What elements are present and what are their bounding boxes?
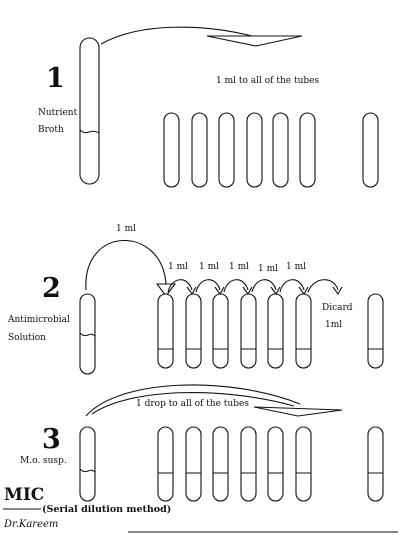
step-1-tube-control: [362, 112, 379, 188]
step-2-first-transfer-label: 1 ml: [116, 224, 136, 234]
step-3-receiving-tubes: [157, 426, 384, 502]
step-1-tube-4: [246, 112, 263, 188]
step-1-tube-1: [163, 112, 180, 188]
step-2-source-tube: [79, 293, 96, 375]
step-1-tube-5: [272, 112, 289, 188]
step-3-tube-2: [185, 426, 202, 502]
step-1-source-tube: [79, 37, 100, 185]
step-2-dilution-tubes: [157, 293, 384, 369]
step-3-tube-6: [295, 426, 312, 502]
footer-subtitle: (Serial dilution method): [42, 504, 171, 515]
step-2-serial-label-4: 1 ml: [258, 264, 278, 274]
step-2-serial-label-5: 1 ml: [286, 262, 306, 272]
step-3-tube-4: [240, 426, 257, 502]
step-2: 2 Antimicrobial Solution 1 ml 1 ml 1 ml …: [7, 224, 384, 375]
step-1-tube-6: [299, 112, 316, 188]
step-3-tube-5: [267, 426, 284, 502]
step-1: 1 Nutrient Broth 1 ml to all of the tube…: [38, 26, 379, 188]
step-3-number: 3: [42, 424, 61, 455]
step-3-source-label: M.o. susp.: [20, 456, 67, 466]
step-1-source-label-line1: Nutrient: [38, 108, 78, 118]
step-2-number: 2: [42, 273, 61, 304]
step-2-tube-5: [267, 293, 284, 369]
step-2-serial-label-3: 1 ml: [229, 262, 249, 272]
step-1-transfer-arrow: [100, 26, 303, 47]
step-1-tube-2: [191, 112, 208, 188]
step-2-source-label-line1: Antimicrobial: [7, 315, 70, 325]
footer-title: MIC: [4, 485, 44, 505]
step-2-first-transfer-arrow: [85, 240, 177, 297]
step-2-tube-4: [240, 293, 257, 369]
step-2-discard-label-line2: 1ml: [325, 320, 342, 330]
step-2-serial-transfer-arrows: [167, 279, 343, 296]
step-3-tube-control: [367, 426, 384, 502]
step-1-tube-3: [218, 112, 235, 188]
step-3-tube-3: [212, 426, 229, 502]
step-3-source-tube: [79, 426, 96, 502]
step-3: 3 M.o. susp. 1 drop to all of the tubes: [20, 384, 384, 502]
step-2-tube-2: [185, 293, 202, 369]
step-2-serial-label-1: 1 ml: [168, 262, 188, 272]
step-1-number: 1: [46, 63, 65, 94]
step-2-serial-label-2: 1 ml: [199, 262, 219, 272]
footer: MIC (Serial dilution method) Dr.Kareem: [3, 485, 398, 533]
step-1-receiving-tubes: [163, 112, 379, 188]
step-2-tube-1: [157, 293, 174, 369]
step-3-transfer-arrow: [85, 384, 343, 417]
step-2-discard-label-line1: Dicard: [322, 303, 353, 313]
step-3-instruction: 1 drop to all of the tubes: [136, 399, 249, 409]
step-1-source-label-line2: Broth: [38, 125, 64, 135]
footer-author: Dr.Kareem: [3, 519, 58, 530]
step-1-instruction: 1 ml to all of the tubes: [216, 76, 319, 86]
step-2-source-label-line2: Solution: [8, 333, 46, 343]
step-2-tube-control: [367, 293, 384, 369]
step-3-tube-1: [157, 426, 174, 502]
step-2-tube-6: [295, 293, 312, 369]
step-2-tube-3: [212, 293, 229, 369]
